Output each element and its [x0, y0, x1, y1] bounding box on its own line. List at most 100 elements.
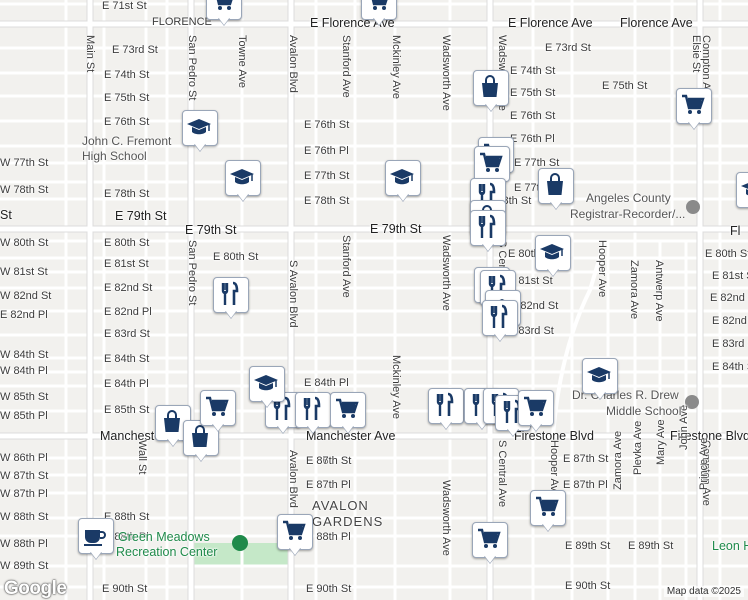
shopping-cart-icon [480, 152, 503, 172]
map-pin-school[interactable] [385, 160, 421, 204]
map-pin-restaurant[interactable] [470, 210, 506, 254]
map-pin-restaurant[interactable] [482, 300, 518, 344]
map-pin-shopping-bag[interactable] [473, 70, 509, 114]
street_labels-label: Mckinley Ave [390, 35, 402, 99]
map-pin-shopping-cart[interactable] [206, 0, 242, 28]
street_labels-label: Main St [84, 35, 96, 73]
map-attribution: Map data ©2025 [663, 586, 744, 597]
street_labels-label: E 82nd Pl [104, 306, 152, 318]
map-pin-shopping-cart[interactable] [361, 0, 397, 28]
shopping-cart-icon [371, 0, 388, 10]
street_labels-label: E 82nd Pl [712, 315, 748, 327]
street_labels-label: E 78th St [104, 188, 150, 200]
street_labels-label: E 84th Pl [304, 377, 349, 389]
street_labels-label: E 82nd St [510, 300, 559, 312]
street_labels-label: E 83rd St [508, 325, 554, 337]
street_labels-label: W 88th Pl [0, 538, 48, 550]
poi_labels-label: Leon H [712, 539, 748, 553]
street_labels-label: Florence Ave [620, 16, 693, 30]
map-pin-school[interactable] [582, 358, 618, 402]
map-pin-shopping-cart[interactable] [676, 88, 712, 132]
street_labels-label: E 74th St [104, 69, 150, 81]
map-pin-school[interactable] [249, 366, 285, 410]
street_labels-label: Hooper Ave [548, 440, 560, 498]
street_labels-label: E 81st St [104, 258, 149, 270]
street_labels-label: Firestone Blvd [514, 429, 594, 443]
poi_labels-label: Angeles County [586, 191, 671, 205]
street_labels-label: W 85th Pl [0, 410, 48, 422]
shopping-cart-icon [682, 94, 705, 114]
map-pin-shopping-cart[interactable] [200, 390, 236, 434]
street_labels-label: E 89th St [628, 540, 674, 552]
street_labels-label: San Pedro St [186, 240, 198, 306]
map-pin-restaurant[interactable] [213, 277, 249, 321]
poi_labels-label: Recreation Center [116, 545, 218, 559]
poi_labels-label: High School [82, 149, 147, 163]
restaurant-icon [303, 396, 321, 420]
shopping-bag-icon [192, 425, 208, 447]
street_labels-label: E 87th St [563, 453, 609, 465]
street_labels-label: W 77th St [0, 157, 49, 169]
map-pin-shopping-cart[interactable] [277, 514, 313, 558]
street_labels-label: W 87th St [0, 470, 49, 482]
street_labels-label: E 82nd Pl [0, 309, 48, 321]
school-icon [741, 183, 748, 196]
street_labels-label: E 90th St [102, 583, 148, 595]
street_labels-label: Avalon Blvd [287, 35, 299, 93]
street_labels-label: Zamora Ave [628, 260, 640, 320]
map-pin-school[interactable] [535, 235, 571, 279]
street_labels-label: San Pedro St [186, 35, 198, 101]
map-pin-school[interactable] [225, 160, 261, 204]
street_labels-label: E 84th Pl [104, 378, 149, 390]
street_labels-label: E 76th Pl [510, 133, 555, 145]
street_labels-label: E 77th St [514, 157, 560, 169]
street_labels-label: E 85th St [104, 404, 150, 416]
map-pin-restaurant[interactable] [428, 388, 464, 432]
street_labels-label: E 75th St [602, 80, 648, 92]
neighborhood_labels-label: GARDENS [312, 514, 384, 529]
shopping-cart-icon [206, 396, 229, 416]
school-icon [390, 169, 414, 185]
street_labels-label: W 84th St [0, 349, 49, 361]
map-pin-shopping-bag[interactable] [538, 168, 574, 212]
map-pin-shopping-cart[interactable] [472, 522, 508, 566]
map-pin-school[interactable] [182, 110, 218, 154]
street_labels-label: Wadsworth Ave [440, 35, 452, 111]
street_labels-label: S Central Ave [496, 440, 508, 508]
street_labels-label: E 77th St [304, 170, 350, 182]
street_labels-label: E 86th St [306, 455, 352, 467]
street_labels-label: E 83rd St [712, 338, 748, 350]
map-pin-cafe[interactable] [78, 518, 114, 562]
street_labels-label: E 76th Pl [304, 145, 349, 157]
street_labels-label: E 76th St [104, 116, 150, 128]
street_labels-label: Wadsworth Ave [440, 235, 452, 311]
street_labels-label: E 87th Pl [563, 479, 608, 491]
map-pin-shopping-cart[interactable] [530, 490, 566, 534]
street_labels-label: Antwerp Ave [653, 260, 665, 322]
street_labels-label: E 84th St [712, 361, 748, 373]
poi_labels-label: Registrar-Recorder/... [570, 207, 686, 221]
street_labels-label: E 81st St [712, 270, 748, 282]
street_labels-label: E 79th St [185, 223, 237, 237]
restaurant-icon [478, 214, 496, 238]
street_labels-label: W 88th St [0, 511, 49, 523]
street_labels-label: W 81st St [0, 266, 48, 278]
street_labels-label: W 84th Pl [0, 365, 48, 377]
street_labels-label: Mary Ave [655, 419, 667, 465]
street_labels-label: E 89th St [565, 540, 611, 552]
map-pin-shopping-cart[interactable] [518, 390, 554, 434]
map-pin-school[interactable] [736, 172, 748, 216]
street_labels-label: Firestone Blvd [670, 429, 748, 443]
school-icon [230, 169, 254, 185]
street_labels-label: E 82nd St [104, 282, 153, 294]
map-pin-shopping-cart[interactable] [330, 392, 366, 436]
street_labels-label: E 79th St [115, 209, 167, 223]
map-pin-restaurant[interactable] [295, 392, 331, 436]
shopping-cart-icon [536, 496, 559, 516]
shopping-cart-icon [336, 398, 359, 418]
street_labels-label: Fl [730, 224, 741, 238]
poi_labels-label: Green Meadows [118, 530, 210, 544]
street_labels-label: Mckinley Ave [390, 355, 402, 419]
street_labels-label: W 87th Pl [0, 488, 48, 500]
